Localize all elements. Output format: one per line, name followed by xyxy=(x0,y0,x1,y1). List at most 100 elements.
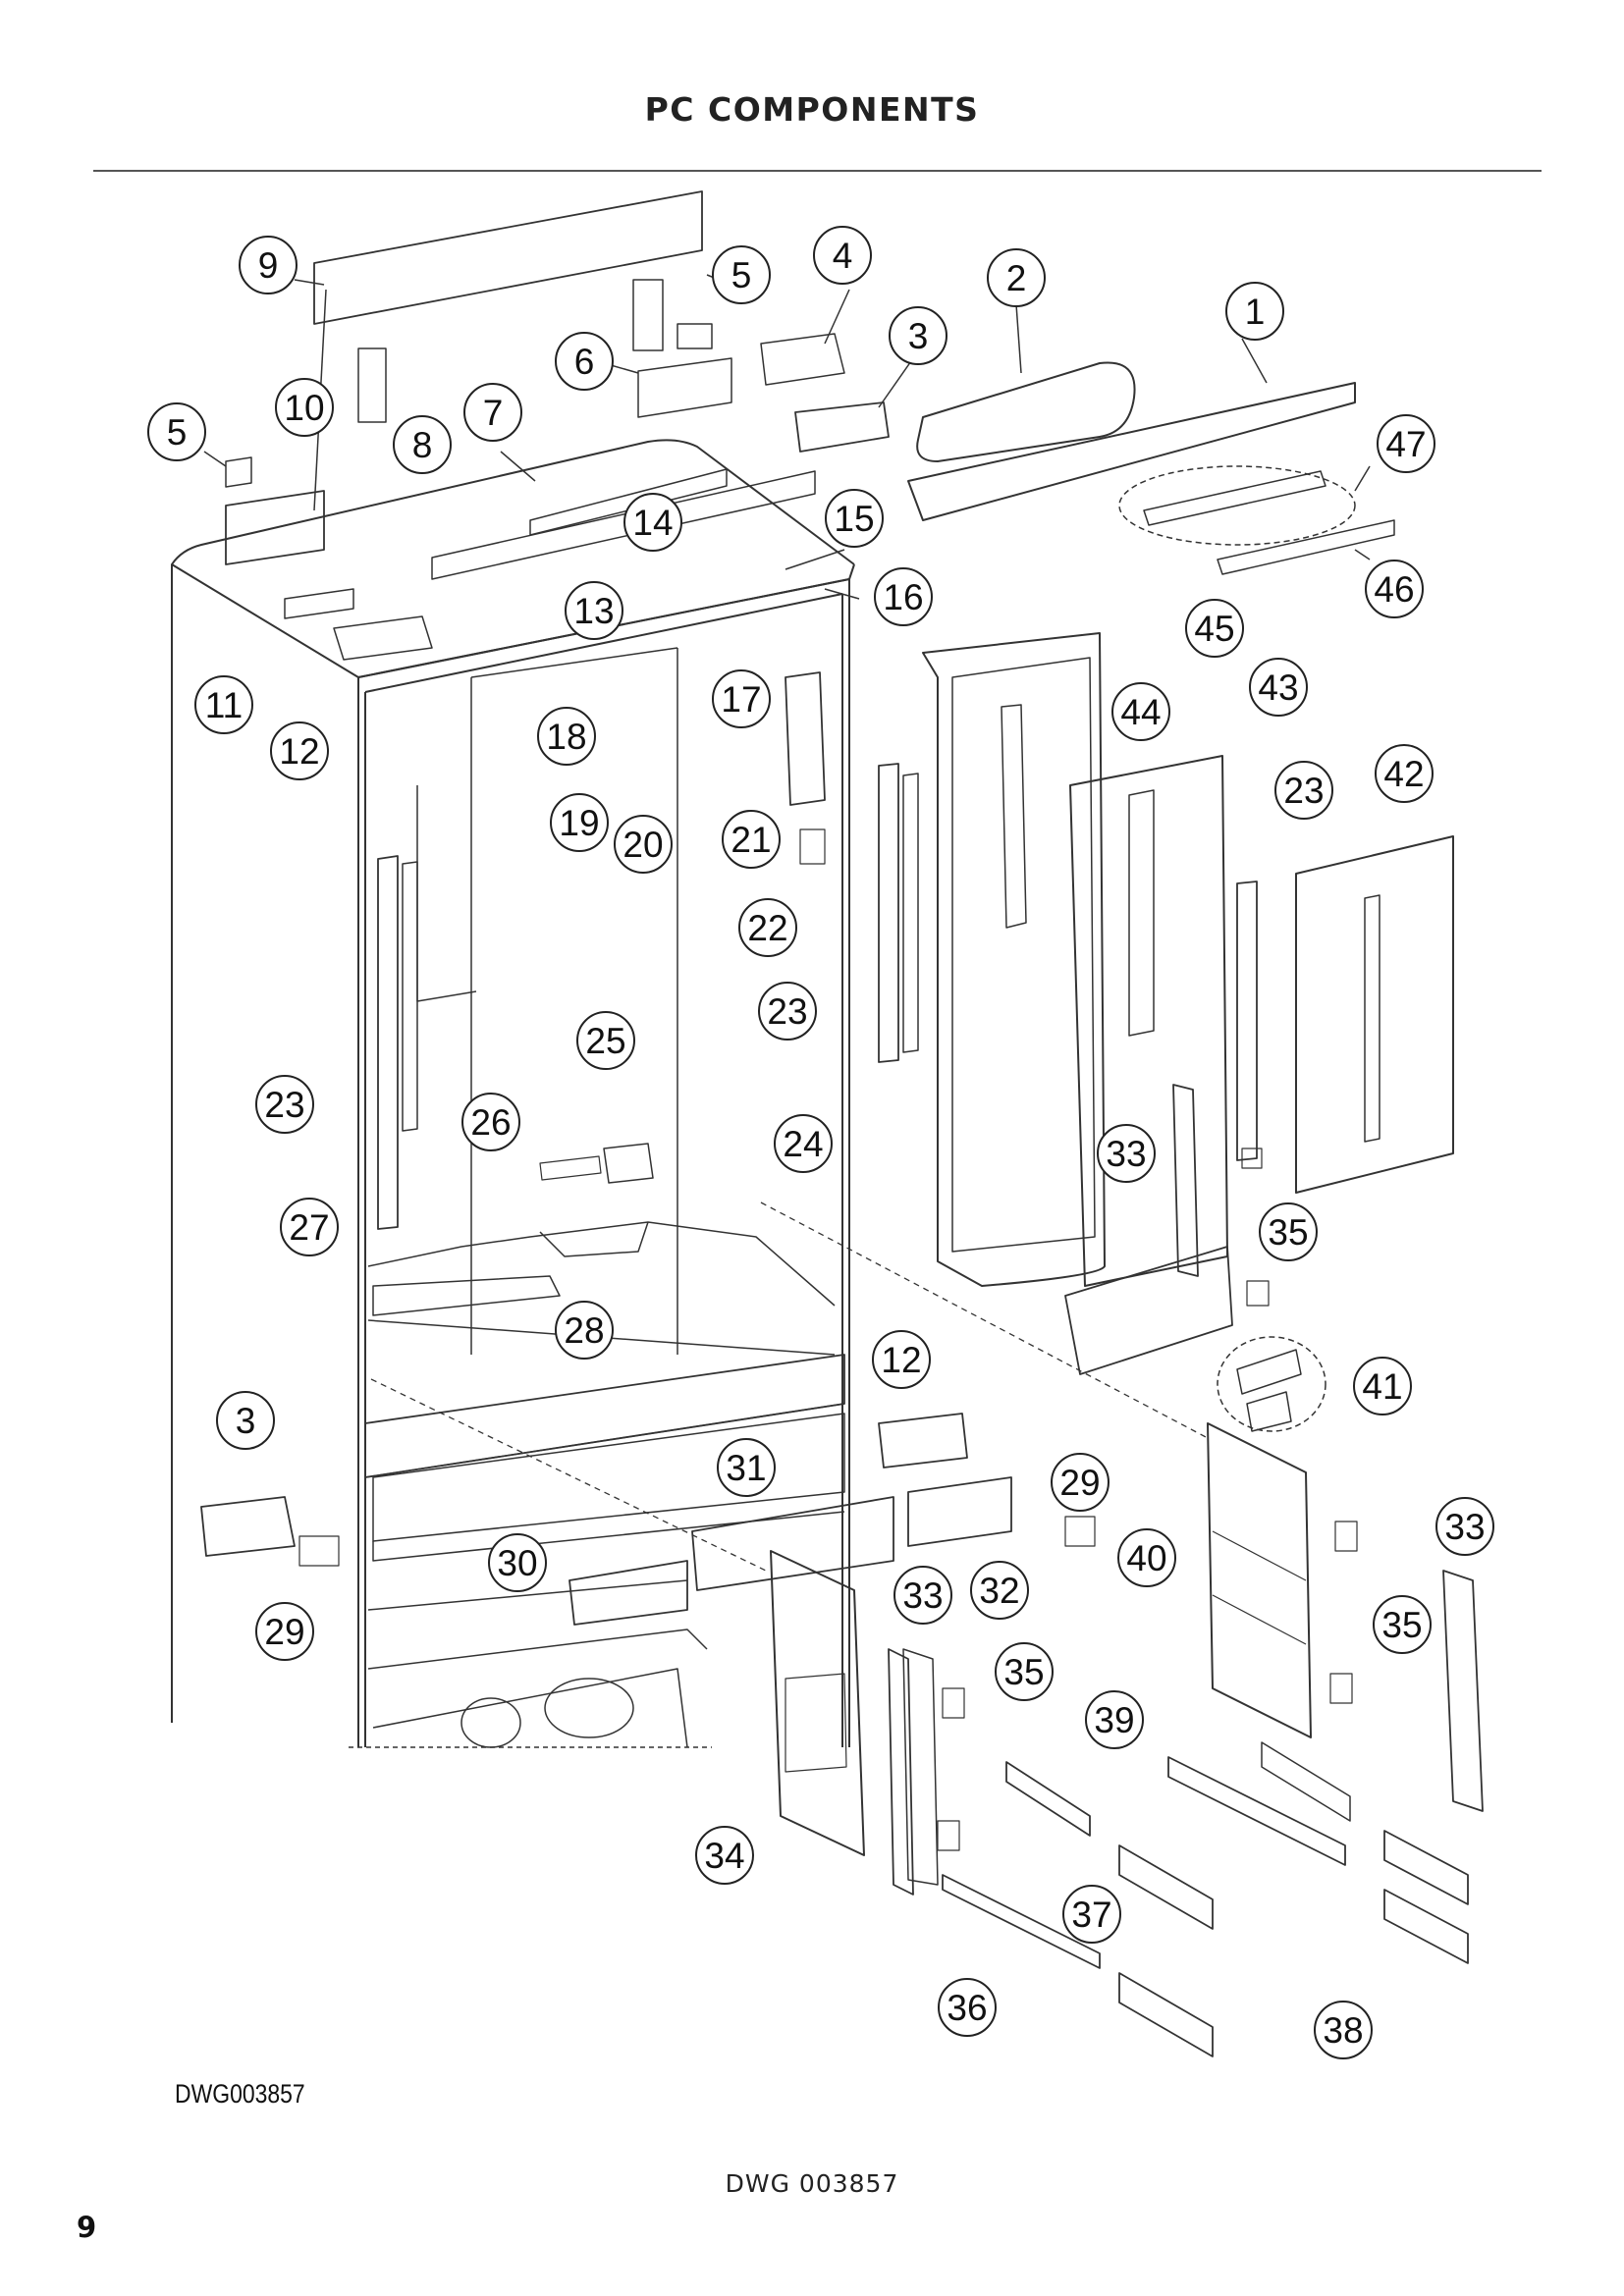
cabinet-body xyxy=(171,439,855,1748)
callout-23a: 23 xyxy=(1274,761,1333,820)
svg-text:23: 23 xyxy=(264,1085,304,1125)
svg-text:2: 2 xyxy=(1006,258,1027,298)
callout-7: 7 xyxy=(463,383,522,442)
callout-23c: 23 xyxy=(255,1075,314,1134)
callout-35b: 35 xyxy=(1373,1595,1432,1654)
panel-40 xyxy=(1207,1422,1312,1738)
callout-16: 16 xyxy=(874,567,933,626)
callout-21: 21 xyxy=(722,810,781,869)
svg-text:19: 19 xyxy=(559,803,599,843)
callout-5a: 5 xyxy=(712,245,771,304)
page-number: 9 xyxy=(77,2211,97,2244)
callout-5b: 5 xyxy=(147,402,206,461)
svg-text:47: 47 xyxy=(1385,424,1426,464)
svg-text:25: 25 xyxy=(585,1021,625,1061)
svg-text:7: 7 xyxy=(483,393,504,433)
svg-text:35: 35 xyxy=(1268,1212,1308,1253)
callout-23b: 23 xyxy=(758,982,817,1041)
svg-text:13: 13 xyxy=(573,591,614,631)
callout-43: 43 xyxy=(1249,658,1308,717)
svg-text:35: 35 xyxy=(1381,1605,1422,1645)
svg-text:24: 24 xyxy=(783,1124,823,1164)
svg-text:3: 3 xyxy=(908,316,929,356)
callout-3a: 3 xyxy=(889,306,947,365)
duct-6 xyxy=(637,357,732,418)
callout-38: 38 xyxy=(1314,2001,1373,2059)
svg-text:6: 6 xyxy=(574,342,595,382)
svg-text:38: 38 xyxy=(1323,2010,1363,2051)
svg-text:23: 23 xyxy=(767,991,807,1032)
svg-text:33: 33 xyxy=(902,1575,943,1616)
strip-9 xyxy=(313,190,703,325)
svg-text:35: 35 xyxy=(1003,1652,1044,1692)
callout-12a: 12 xyxy=(270,721,329,780)
svg-text:21: 21 xyxy=(731,820,771,860)
callout-4: 4 xyxy=(813,226,872,285)
liner-45 xyxy=(922,632,1106,1287)
svg-text:45: 45 xyxy=(1194,609,1234,649)
callout-35c: 35 xyxy=(995,1642,1054,1701)
bracket-4 xyxy=(760,333,845,386)
callout-33c: 33 xyxy=(893,1566,952,1625)
callout-42: 42 xyxy=(1375,744,1434,803)
svg-text:17: 17 xyxy=(721,679,761,720)
svg-text:4: 4 xyxy=(833,236,853,276)
svg-text:16: 16 xyxy=(883,577,923,617)
svg-text:29: 29 xyxy=(264,1612,304,1652)
callout-39: 39 xyxy=(1085,1690,1144,1749)
svg-text:12: 12 xyxy=(279,731,319,772)
svg-text:39: 39 xyxy=(1094,1700,1134,1740)
svg-text:43: 43 xyxy=(1258,667,1298,708)
svg-text:33: 33 xyxy=(1106,1134,1146,1174)
title-divider xyxy=(93,170,1542,172)
svg-text:37: 37 xyxy=(1071,1895,1111,1935)
svg-text:3: 3 xyxy=(236,1401,256,1441)
panel-34 xyxy=(770,1550,865,1856)
svg-text:20: 20 xyxy=(623,825,663,865)
svg-text:9: 9 xyxy=(258,245,279,286)
callout-1: 1 xyxy=(1225,282,1284,341)
svg-text:30: 30 xyxy=(497,1543,537,1583)
svg-text:40: 40 xyxy=(1126,1538,1166,1578)
callout-12b: 12 xyxy=(872,1330,931,1389)
fan-3-top xyxy=(794,401,890,453)
callout-8: 8 xyxy=(393,415,452,474)
callout-30: 30 xyxy=(488,1533,547,1592)
svg-text:28: 28 xyxy=(564,1310,604,1351)
callout-32: 32 xyxy=(970,1561,1029,1620)
callout-46: 46 xyxy=(1365,560,1424,618)
callout-37: 37 xyxy=(1062,1885,1121,1944)
callout-14: 14 xyxy=(623,493,682,552)
svg-text:1: 1 xyxy=(1245,292,1266,332)
svg-text:31: 31 xyxy=(726,1448,766,1488)
svg-text:42: 42 xyxy=(1383,754,1424,794)
callout-3b: 3 xyxy=(216,1391,275,1450)
footer-drawing-number: DWG 003857 xyxy=(725,2169,899,2198)
callout-2: 2 xyxy=(987,248,1046,307)
svg-text:44: 44 xyxy=(1120,692,1161,732)
callout-22: 22 xyxy=(738,898,797,957)
callout-31: 31 xyxy=(717,1438,776,1497)
svg-text:32: 32 xyxy=(979,1571,1019,1611)
callout-34: 34 xyxy=(695,1826,754,1885)
panel-1 xyxy=(907,382,1356,521)
bracket-8 xyxy=(357,347,387,423)
door-panel-42 xyxy=(1295,835,1454,1194)
svg-text:46: 46 xyxy=(1374,569,1414,610)
svg-text:26: 26 xyxy=(470,1102,511,1143)
callout-26: 26 xyxy=(461,1093,520,1151)
filter-cylinder-2 xyxy=(916,361,1136,462)
svg-text:18: 18 xyxy=(546,717,586,757)
callout-18: 18 xyxy=(537,707,596,766)
callout-28: 28 xyxy=(555,1301,614,1360)
callout-17: 17 xyxy=(712,669,771,728)
callout-13: 13 xyxy=(565,581,623,640)
callout-40: 40 xyxy=(1117,1528,1176,1587)
svg-text:33: 33 xyxy=(1444,1507,1485,1547)
callout-11: 11 xyxy=(194,675,253,734)
callout-9: 9 xyxy=(239,236,298,294)
svg-text:27: 27 xyxy=(289,1207,329,1248)
svg-text:8: 8 xyxy=(412,425,433,465)
